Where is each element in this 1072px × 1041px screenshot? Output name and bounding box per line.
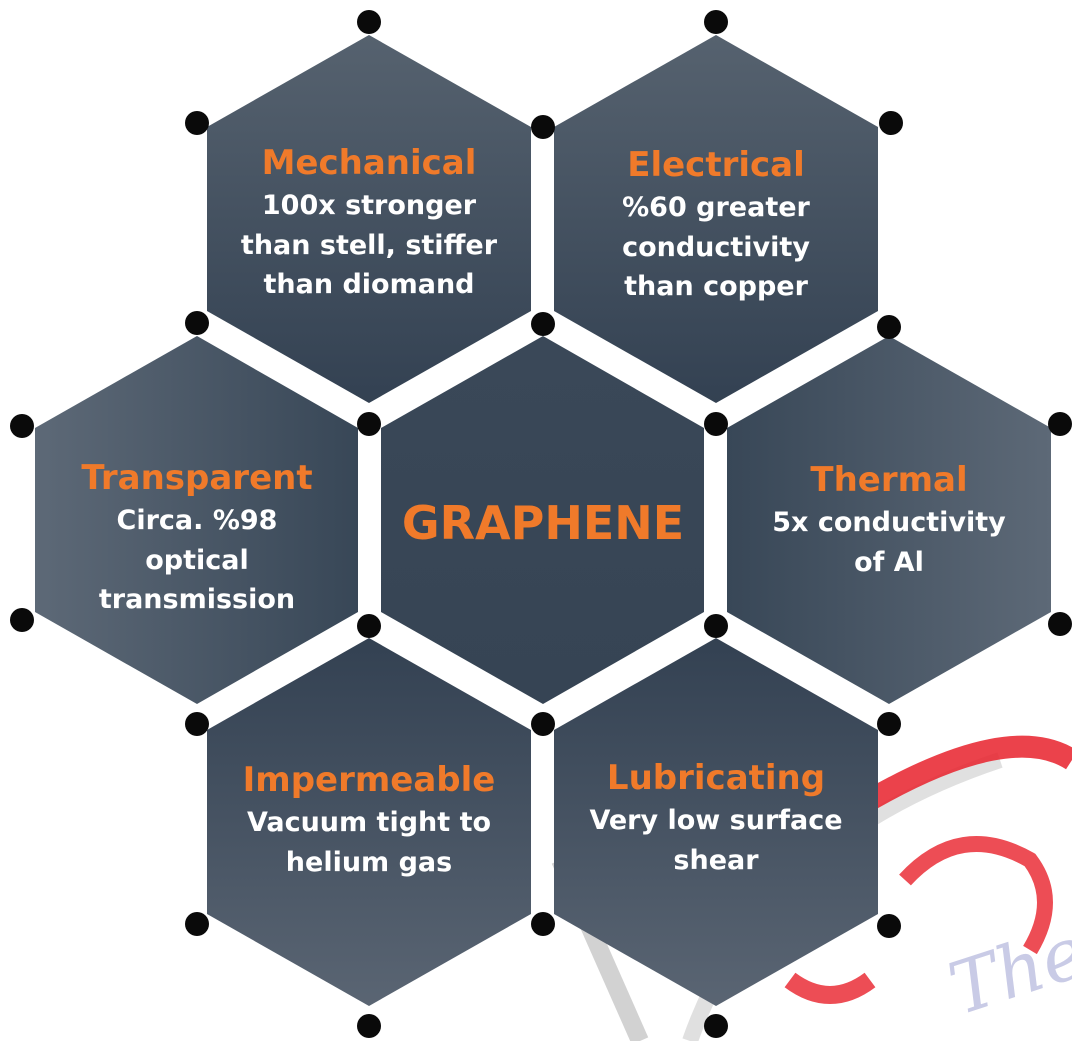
watermark-red-curl (784, 972, 876, 1004)
vertex-dot (1048, 412, 1072, 436)
hex-thermal: Thermal 5x conductivity of Al (727, 336, 1051, 704)
vertex-dot (357, 614, 381, 638)
hex-thermal-title: Thermal (810, 460, 967, 500)
vertex-dot (531, 712, 555, 736)
vertex-dot (531, 115, 555, 139)
vertex-dot (531, 912, 555, 936)
vertex-dot (185, 311, 209, 335)
hex-thermal-line-1: 5x conductivity (772, 507, 1006, 538)
hex-impermeable: Impermeable Vacuum tight to helium gas (207, 638, 531, 1006)
vertex-dots (10, 10, 1072, 1038)
hex-center-graphene: GRAPHENE (381, 336, 704, 704)
hex-mechanical-line-3: than diomand (263, 269, 474, 300)
vertex-dot (879, 111, 903, 135)
center-graphene-label: GRAPHENE (402, 496, 684, 550)
hex-transparent-line-2: optical (145, 545, 249, 576)
vertex-dot (877, 315, 901, 339)
hex-mechanical-line-1: 100x stronger (262, 190, 477, 221)
hex-lubricating-line-1: Very low surface (589, 805, 842, 836)
hex-transparent-line-3: transmission (99, 584, 295, 615)
hex-electrical-line-3: than copper (624, 271, 808, 302)
vertex-dot (10, 414, 34, 438)
watermark-red-arc-outer (864, 735, 1072, 810)
hex-electrical-title: Electrical (627, 145, 805, 185)
hex-transparent: Transparent Circa. %98 optical transmiss… (35, 336, 358, 704)
hex-mechanical-line-2: than stell, stiffer (241, 230, 498, 261)
vertex-dot (877, 914, 901, 938)
vertex-dot (185, 111, 209, 135)
hex-lubricating: Lubricating Very low surface shear (554, 638, 878, 1006)
hex-transparent-title: Transparent (81, 458, 312, 498)
hex-transparent-line-1: Circa. %98 (117, 505, 278, 536)
vertex-dot (357, 412, 381, 436)
hex-lubricating-title: Lubricating (607, 758, 825, 798)
hex-lubricating-line-2: shear (673, 845, 759, 876)
hex-impermeable-line-1: Vacuum tight to (247, 807, 491, 838)
hex-thermal-line-2: of Al (854, 547, 924, 578)
watermark-red-arc-inner (899, 836, 1053, 955)
vertex-dot (1048, 612, 1072, 636)
hex-electrical-line-1: %60 greater (622, 192, 810, 223)
vertex-dot (10, 608, 34, 632)
vertex-dot (704, 10, 728, 34)
vertex-dot (704, 1014, 728, 1038)
hex-electrical-line-2: conductivity (622, 232, 810, 263)
vertex-dot (877, 712, 901, 736)
vertex-dot (357, 1014, 381, 1038)
hex-impermeable-title: Impermeable (243, 760, 496, 800)
hex-mechanical: Mechanical 100x stronger than stell, sti… (207, 35, 531, 403)
vertex-dot (531, 312, 555, 336)
hex-impermeable-line-2: helium gas (286, 847, 452, 878)
vertex-dot (704, 614, 728, 638)
vertex-dot (704, 412, 728, 436)
vertex-dot (357, 10, 381, 34)
hex-mechanical-title: Mechanical (262, 143, 477, 183)
vertex-dot (185, 712, 209, 736)
vertex-dot (185, 912, 209, 936)
hex-electrical: Electrical %60 greater conductivity than… (554, 35, 878, 403)
